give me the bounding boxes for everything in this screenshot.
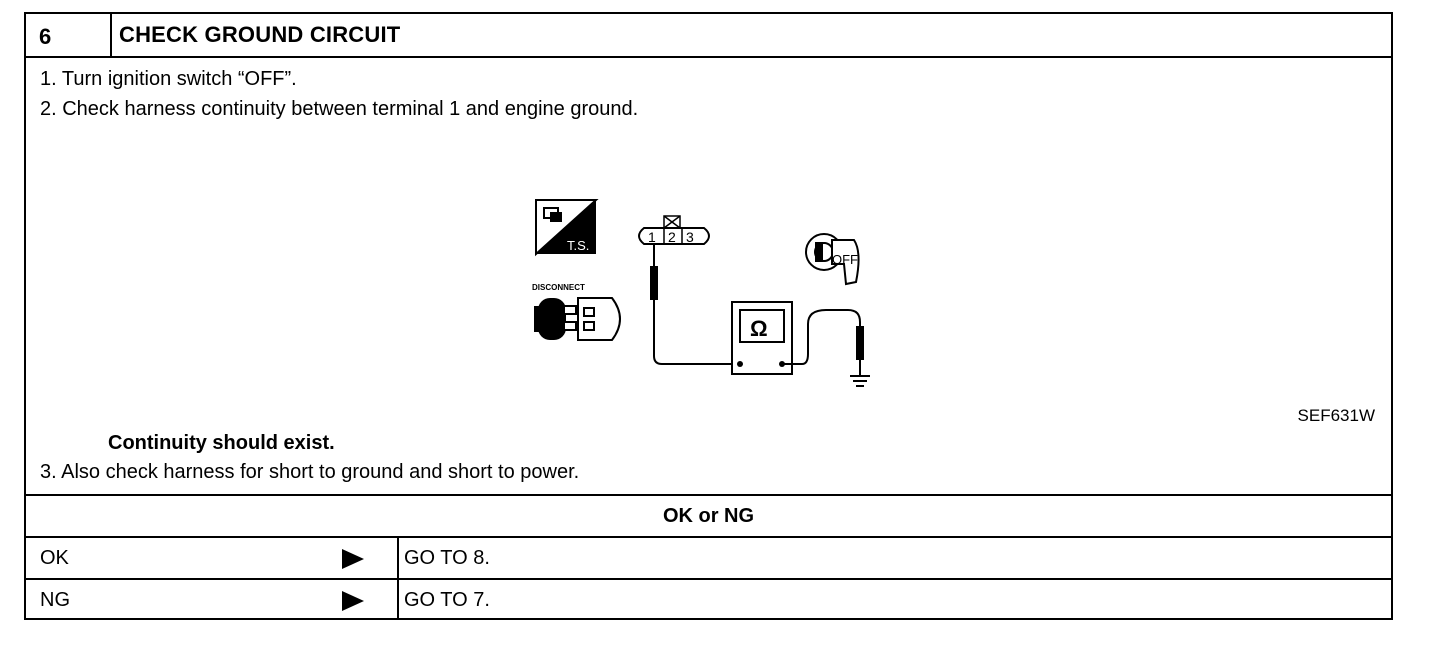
- expected-result: Continuity should exist.: [108, 432, 335, 454]
- instruction-1: 1. Turn ignition switch “OFF”.: [40, 68, 297, 90]
- ignition-key-icon: OFF: [805, 233, 860, 286]
- probe-lead: [650, 244, 734, 365]
- step-number: 6: [26, 14, 112, 56]
- ts-icon: T.S.: [535, 199, 599, 257]
- key-off-label: OFF: [832, 252, 858, 267]
- figure-reference: SEF631W: [1297, 406, 1375, 425]
- ground-icon: [850, 375, 870, 387]
- condition-ok: OK: [40, 547, 69, 569]
- ts-label: T.S.: [567, 238, 589, 253]
- harness-connector: 1 2 3: [638, 215, 710, 245]
- ohmmeter: Ω: [731, 301, 793, 375]
- step-title: CHECK GROUND CIRCUIT: [119, 22, 401, 47]
- disconnect-connector-icon: [534, 297, 621, 341]
- arrow-icon: [342, 549, 364, 569]
- disconnect-label: DISCONNECT: [532, 283, 585, 292]
- ground-lead: [784, 309, 864, 376]
- terminal-1: 1: [648, 229, 656, 245]
- instruction-2: 2. Check harness continuity between term…: [40, 98, 639, 120]
- instruction-3: 3. Also check harness for short to groun…: [40, 461, 580, 483]
- continuity-diagram: T.S. DISCONNECT 1 2 3: [532, 199, 870, 387]
- ohm-symbol: Ω: [750, 316, 768, 341]
- condition-ng: NG: [40, 589, 70, 611]
- step-header: 6 CHECK GROUND CIRCUIT: [26, 14, 1391, 58]
- divider: [26, 578, 1391, 580]
- arrow-icon: [342, 591, 364, 611]
- procedure-table: 6 CHECK GROUND CIRCUIT 1. Turn ignition …: [24, 12, 1393, 620]
- terminal-2: 2: [668, 229, 676, 245]
- decision-prompt: OK or NG: [662, 505, 755, 527]
- terminal-3: 3: [686, 229, 694, 245]
- divider: [26, 494, 1391, 496]
- action-ng: GO TO 7.: [404, 589, 490, 611]
- action-ok: GO TO 8.: [404, 547, 490, 569]
- column-divider: [397, 536, 399, 620]
- divider: [26, 536, 1391, 538]
